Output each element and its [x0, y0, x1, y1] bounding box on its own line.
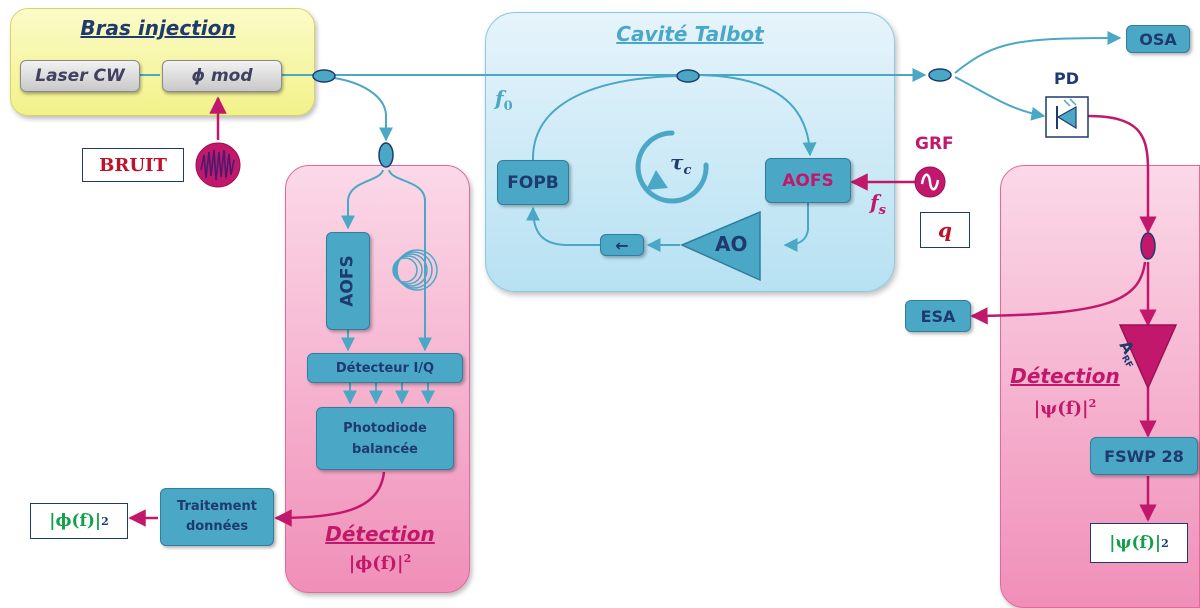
coupler-left-detection [378, 142, 394, 168]
f0-subscript: 0 [503, 99, 513, 114]
fiber-delay-coil-icon [392, 249, 438, 291]
left-detection-title: Détection [325, 522, 435, 546]
ao-amplifier-shape [680, 210, 761, 282]
iq-detector-box[interactable]: Détecteur I/Q [307, 353, 463, 383]
fiber-fopb-to-coupler [531, 75, 679, 161]
psi-result-text: |ψ(f)| [1109, 533, 1162, 553]
right-formula-exp: 2 [1088, 397, 1097, 410]
phase-result-text: |ϕ(f)| [49, 511, 102, 531]
cavity-delay-label: τc [670, 150, 691, 178]
osa-box[interactable]: OSA [1126, 25, 1190, 53]
processing-line-1: Traitement [177, 499, 257, 514]
rf-photodiode-to-processing [274, 471, 386, 527]
left-aofs-box[interactable]: AOFS [326, 232, 370, 330]
noise-label: BRUIT [82, 148, 184, 182]
cavity-title: Cavité Talbot [616, 22, 764, 46]
fiber-splitter-to-pd [954, 76, 1046, 121]
psi-result-exp: 2 [1161, 536, 1169, 550]
coupler-output [928, 68, 952, 82]
fiber-isolator-to-fopb [526, 206, 600, 246]
cavity-aofs-box[interactable]: AOFS [765, 158, 851, 203]
fopb-filter-box[interactable]: FOPB [497, 160, 569, 205]
fs-subscript: s [878, 203, 886, 218]
right-formula-text: |ψ(f)| [1033, 398, 1089, 419]
fiber-aofs-to-ao [783, 202, 809, 252]
fiber-coupler-to-left-detection [333, 77, 393, 142]
photodiode-line-2: balancée [352, 441, 418, 457]
tau-subscript: c [683, 163, 692, 178]
photodiode-line-1: Photodiode [343, 420, 427, 436]
balanced-photodiode-box[interactable]: Photodiode balancée [316, 407, 454, 470]
cavity-input-frequency: f0 [495, 86, 513, 114]
ao-amplifier-label: AO [715, 232, 748, 256]
psi-spectrum-result: |ψ(f)|2 [1090, 523, 1188, 563]
photodetector-icon [1045, 96, 1089, 138]
coupler-cavity [676, 69, 700, 83]
right-detection-formula: |ψ(f)|2 [995, 397, 1135, 419]
left-formula-exp: 2 [403, 552, 412, 565]
rf-pd-to-splitter [1087, 114, 1157, 234]
left-formula-text: |ϕ(f)| [348, 553, 404, 574]
circulation-arrowhead [646, 170, 668, 190]
fswp-analyzer-box[interactable]: FSWP 28 [1090, 437, 1198, 475]
shift-frequency-label: fs [870, 190, 886, 218]
fiber-left-split-to-aofs [341, 169, 384, 230]
phase-modulator-box[interactable]: ϕ mod [162, 60, 282, 92]
rf-amplifier-shape [1118, 324, 1178, 390]
processing-line-2: données [185, 519, 249, 534]
fs-symbol: f [870, 190, 879, 214]
data-processing-box[interactable]: Traitement données [160, 488, 274, 546]
fiber-left-split-to-iq [388, 169, 432, 352]
pd-label: PD [1054, 69, 1080, 88]
left-detection-formula: |ϕ(f)|2 [300, 552, 460, 574]
phase-result-exp: 2 [101, 514, 109, 528]
coupler-injection [312, 69, 336, 83]
injection-arm-title: Bras injection [80, 16, 236, 40]
left-aofs-label: AOFS [338, 255, 358, 307]
optical-isolator-box[interactable]: ← [600, 234, 644, 256]
rf-splitter-to-esa [970, 261, 1147, 325]
grf-label: GRF [915, 134, 954, 154]
phase-spectrum-result: |ϕ(f)|2 [30, 503, 128, 539]
fiber-splitter-to-osa [954, 31, 1122, 74]
f0-symbol: f [495, 86, 504, 110]
esa-box[interactable]: ESA [905, 300, 971, 332]
circulation-arrow-icon [635, 130, 709, 204]
noise-waveform-icon [200, 149, 235, 181]
laser-cw-box[interactable]: Laser CW [20, 60, 140, 92]
rf-splitter [1140, 232, 1156, 260]
tau-symbol: τ [670, 150, 684, 174]
fiber-coupler-to-aofs [697, 74, 817, 157]
q-parameter-box: q [920, 212, 970, 248]
grf-sine-icon [920, 173, 940, 191]
right-detection-title: Détection [1010, 364, 1120, 388]
